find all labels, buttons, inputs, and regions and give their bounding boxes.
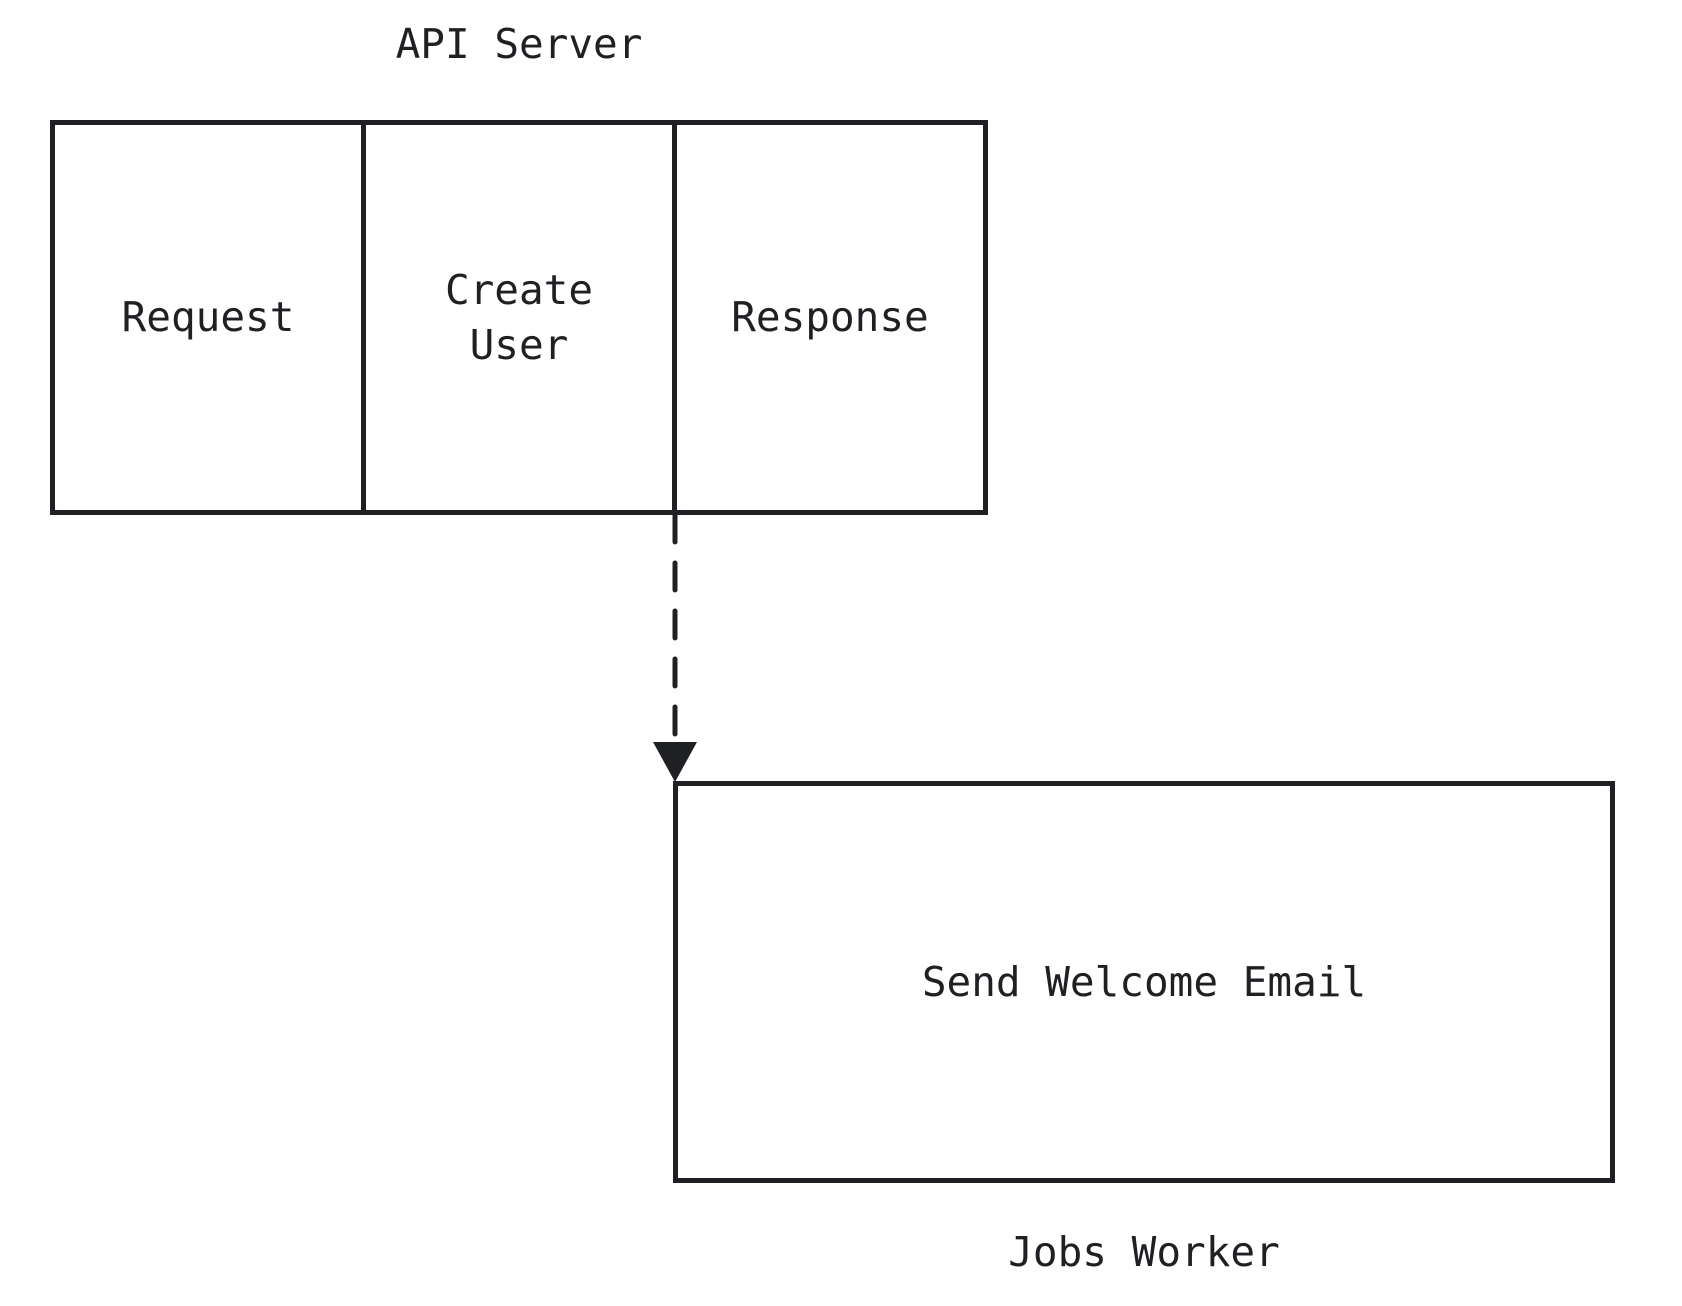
- api-server-group: Request Create User Response: [50, 120, 988, 515]
- jobs-worker-title: Jobs Worker: [1008, 1228, 1280, 1276]
- api-server-title: API Server: [395, 20, 643, 68]
- dashed-arrow: [653, 515, 697, 782]
- send-welcome-email-label: Send Welcome Email: [921, 957, 1367, 1006]
- response-step-label: Response: [731, 293, 929, 342]
- response-step-box: Response: [672, 125, 983, 510]
- arrow-head-icon: [653, 742, 697, 782]
- request-step-label: Request: [121, 293, 295, 342]
- request-step-box: Request: [55, 125, 361, 510]
- create-user-step-label: Create User: [444, 266, 594, 369]
- create-user-step-box: Create User: [361, 125, 672, 510]
- send-welcome-email-job-box: Send Welcome Email: [673, 781, 1615, 1183]
